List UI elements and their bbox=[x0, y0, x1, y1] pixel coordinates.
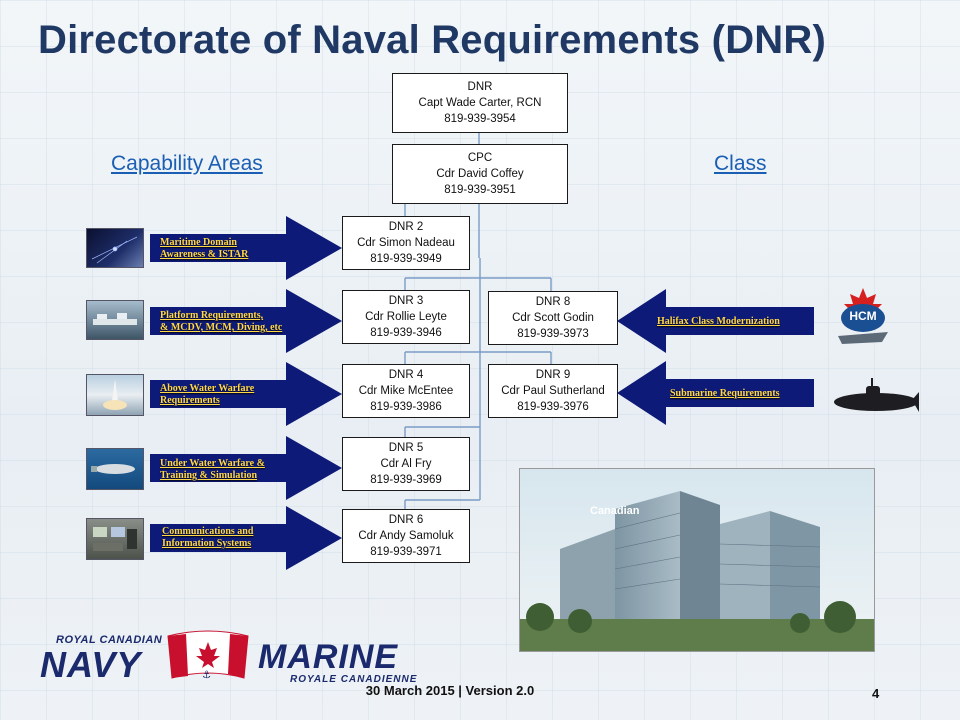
banner-line: Platform Requirements, bbox=[160, 310, 264, 321]
torpedo-image bbox=[86, 448, 144, 490]
capability-banner-platform: Platform Requirements, & MCDV, MCM, Divi… bbox=[160, 310, 282, 334]
svg-text:⚓: ⚓ bbox=[202, 670, 211, 681]
communications-room-image bbox=[86, 518, 144, 560]
capability-arrows bbox=[150, 216, 342, 570]
capability-banner-maritime: Maritime Domain Awareness & ISTAR bbox=[160, 237, 248, 261]
banner-line: Information Systems bbox=[162, 538, 252, 549]
org-box-dnr9: DNR 9 Cdr Paul Sutherland 819-939-3976 bbox=[488, 364, 618, 418]
org-box-dnr5: DNR 5 Cdr Al Fry 819-939-3969 bbox=[342, 437, 470, 491]
org-box-title: DNR 2 bbox=[388, 221, 424, 233]
footer-date-version: 30 March 2015 | Version 2.0 bbox=[365, 683, 535, 698]
capability-banner-under-water: Under Water Warfare & Training & Simulat… bbox=[160, 458, 265, 482]
building-sign-text: Canadian bbox=[590, 505, 640, 517]
capability-areas-heading[interactable]: Capability Areas bbox=[111, 152, 263, 175]
org-box-phone: 819-939-3986 bbox=[370, 401, 442, 413]
page-number: 4 bbox=[872, 686, 880, 701]
org-box-dnr2: DNR 2 Cdr Simon Nadeau 819-939-3949 bbox=[342, 216, 470, 270]
slide-title: Directorate of Naval Requirements (DNR) bbox=[38, 18, 826, 62]
org-box-dnr8: DNR 8 Cdr Scott Godin 819-939-3973 bbox=[488, 291, 618, 345]
org-box-title: DNR 9 bbox=[535, 369, 571, 381]
org-box-title: DNR 3 bbox=[388, 295, 424, 307]
capability-banner-communications: Communications and Information Systems bbox=[162, 526, 253, 550]
banner-line: & MCDV, MCM, Diving, etc bbox=[160, 322, 283, 333]
org-box-title: DNR 5 bbox=[388, 442, 424, 454]
org-box-title: DNR bbox=[467, 81, 493, 93]
maritime-awareness-image bbox=[86, 228, 144, 268]
banner-line: Maritime Domain bbox=[160, 237, 237, 248]
org-box-title: DNR 6 bbox=[388, 514, 424, 526]
org-box-phone: 819-939-3969 bbox=[370, 474, 442, 486]
platform-ships-image bbox=[86, 300, 144, 340]
banner-line: Awareness & ISTAR bbox=[160, 249, 249, 260]
org-box-name: Cdr Simon Nadeau bbox=[357, 237, 455, 249]
org-box-cpc: CPC Cdr David Coffey 819-939-3951 bbox=[392, 144, 568, 204]
org-box-phone: 819-939-3949 bbox=[370, 253, 442, 265]
hcm-logo-text: HCM bbox=[849, 309, 877, 323]
royal-canadian-navy-logo: ROYAL CANADIAN NAVY ⚓ MARINE ROYALE CANA… bbox=[40, 626, 420, 686]
org-box-name: Cdr Mike McEntee bbox=[358, 385, 454, 397]
banner-line: Above Water Warfare bbox=[160, 383, 255, 394]
submarine-image bbox=[826, 374, 920, 418]
org-box-phone: 819-939-3951 bbox=[444, 184, 516, 196]
org-box-phone: 819-939-3954 bbox=[444, 113, 516, 125]
banner-line: Requirements bbox=[160, 395, 220, 406]
org-box-dnr6: DNR 6 Cdr Andy Samoluk 819-939-3971 bbox=[342, 509, 470, 563]
logo-marine-main: MARINE bbox=[258, 638, 399, 676]
org-box-name: Cdr Andy Samoluk bbox=[358, 530, 454, 542]
org-box-phone: 819-939-3971 bbox=[370, 546, 442, 558]
banner-line: Communications and bbox=[162, 526, 254, 537]
headquarters-building-photo: Canadian bbox=[519, 468, 875, 652]
org-box-title: DNR 8 bbox=[535, 296, 571, 308]
org-box-dnr4: DNR 4 Cdr Mike McEntee 819-939-3986 bbox=[342, 364, 470, 418]
org-box-name: Cdr Paul Sutherland bbox=[501, 385, 605, 397]
class-heading[interactable]: Class bbox=[714, 152, 767, 175]
canadian-flag-icon: ⚓ bbox=[167, 630, 249, 681]
org-box-name: Cdr Rollie Leyte bbox=[365, 311, 447, 323]
org-box-name: Cdr Al Fry bbox=[380, 458, 432, 470]
hcm-logo: HCM bbox=[830, 286, 896, 348]
org-box-dnr3: DNR 3 Cdr Rollie Leyte 819-939-3946 bbox=[342, 290, 470, 344]
org-box-phone: 819-939-3973 bbox=[517, 328, 589, 340]
org-box-phone: 819-939-3976 bbox=[517, 401, 589, 413]
org-box-dnr: DNR Capt Wade Carter, RCN 819-939-3954 bbox=[392, 73, 568, 133]
org-box-title: DNR 4 bbox=[388, 369, 424, 381]
org-box-name: Cdr Scott Godin bbox=[512, 312, 594, 324]
org-box-phone: 819-939-3946 bbox=[370, 327, 442, 339]
org-box-name: Capt Wade Carter, RCN bbox=[418, 97, 542, 109]
logo-navy-top: ROYAL CANADIAN bbox=[56, 634, 163, 646]
capability-banner-above-water: Above Water Warfare Requirements bbox=[160, 383, 254, 407]
missile-launch-image bbox=[86, 374, 144, 416]
logo-marine-sub: ROYALE CANADIENNE bbox=[290, 674, 418, 685]
class-arrows bbox=[617, 289, 814, 425]
banner-line: Training & Simulation bbox=[160, 470, 258, 481]
org-box-title: CPC bbox=[467, 152, 493, 164]
banner-line: Under Water Warfare & bbox=[160, 458, 265, 469]
class-banner-halifax: Halifax Class Modernization bbox=[657, 316, 780, 327]
class-banner-submarine: Submarine Requirements bbox=[670, 388, 780, 399]
logo-navy-main: NAVY bbox=[40, 644, 142, 685]
org-box-name: Cdr David Coffey bbox=[436, 168, 524, 180]
